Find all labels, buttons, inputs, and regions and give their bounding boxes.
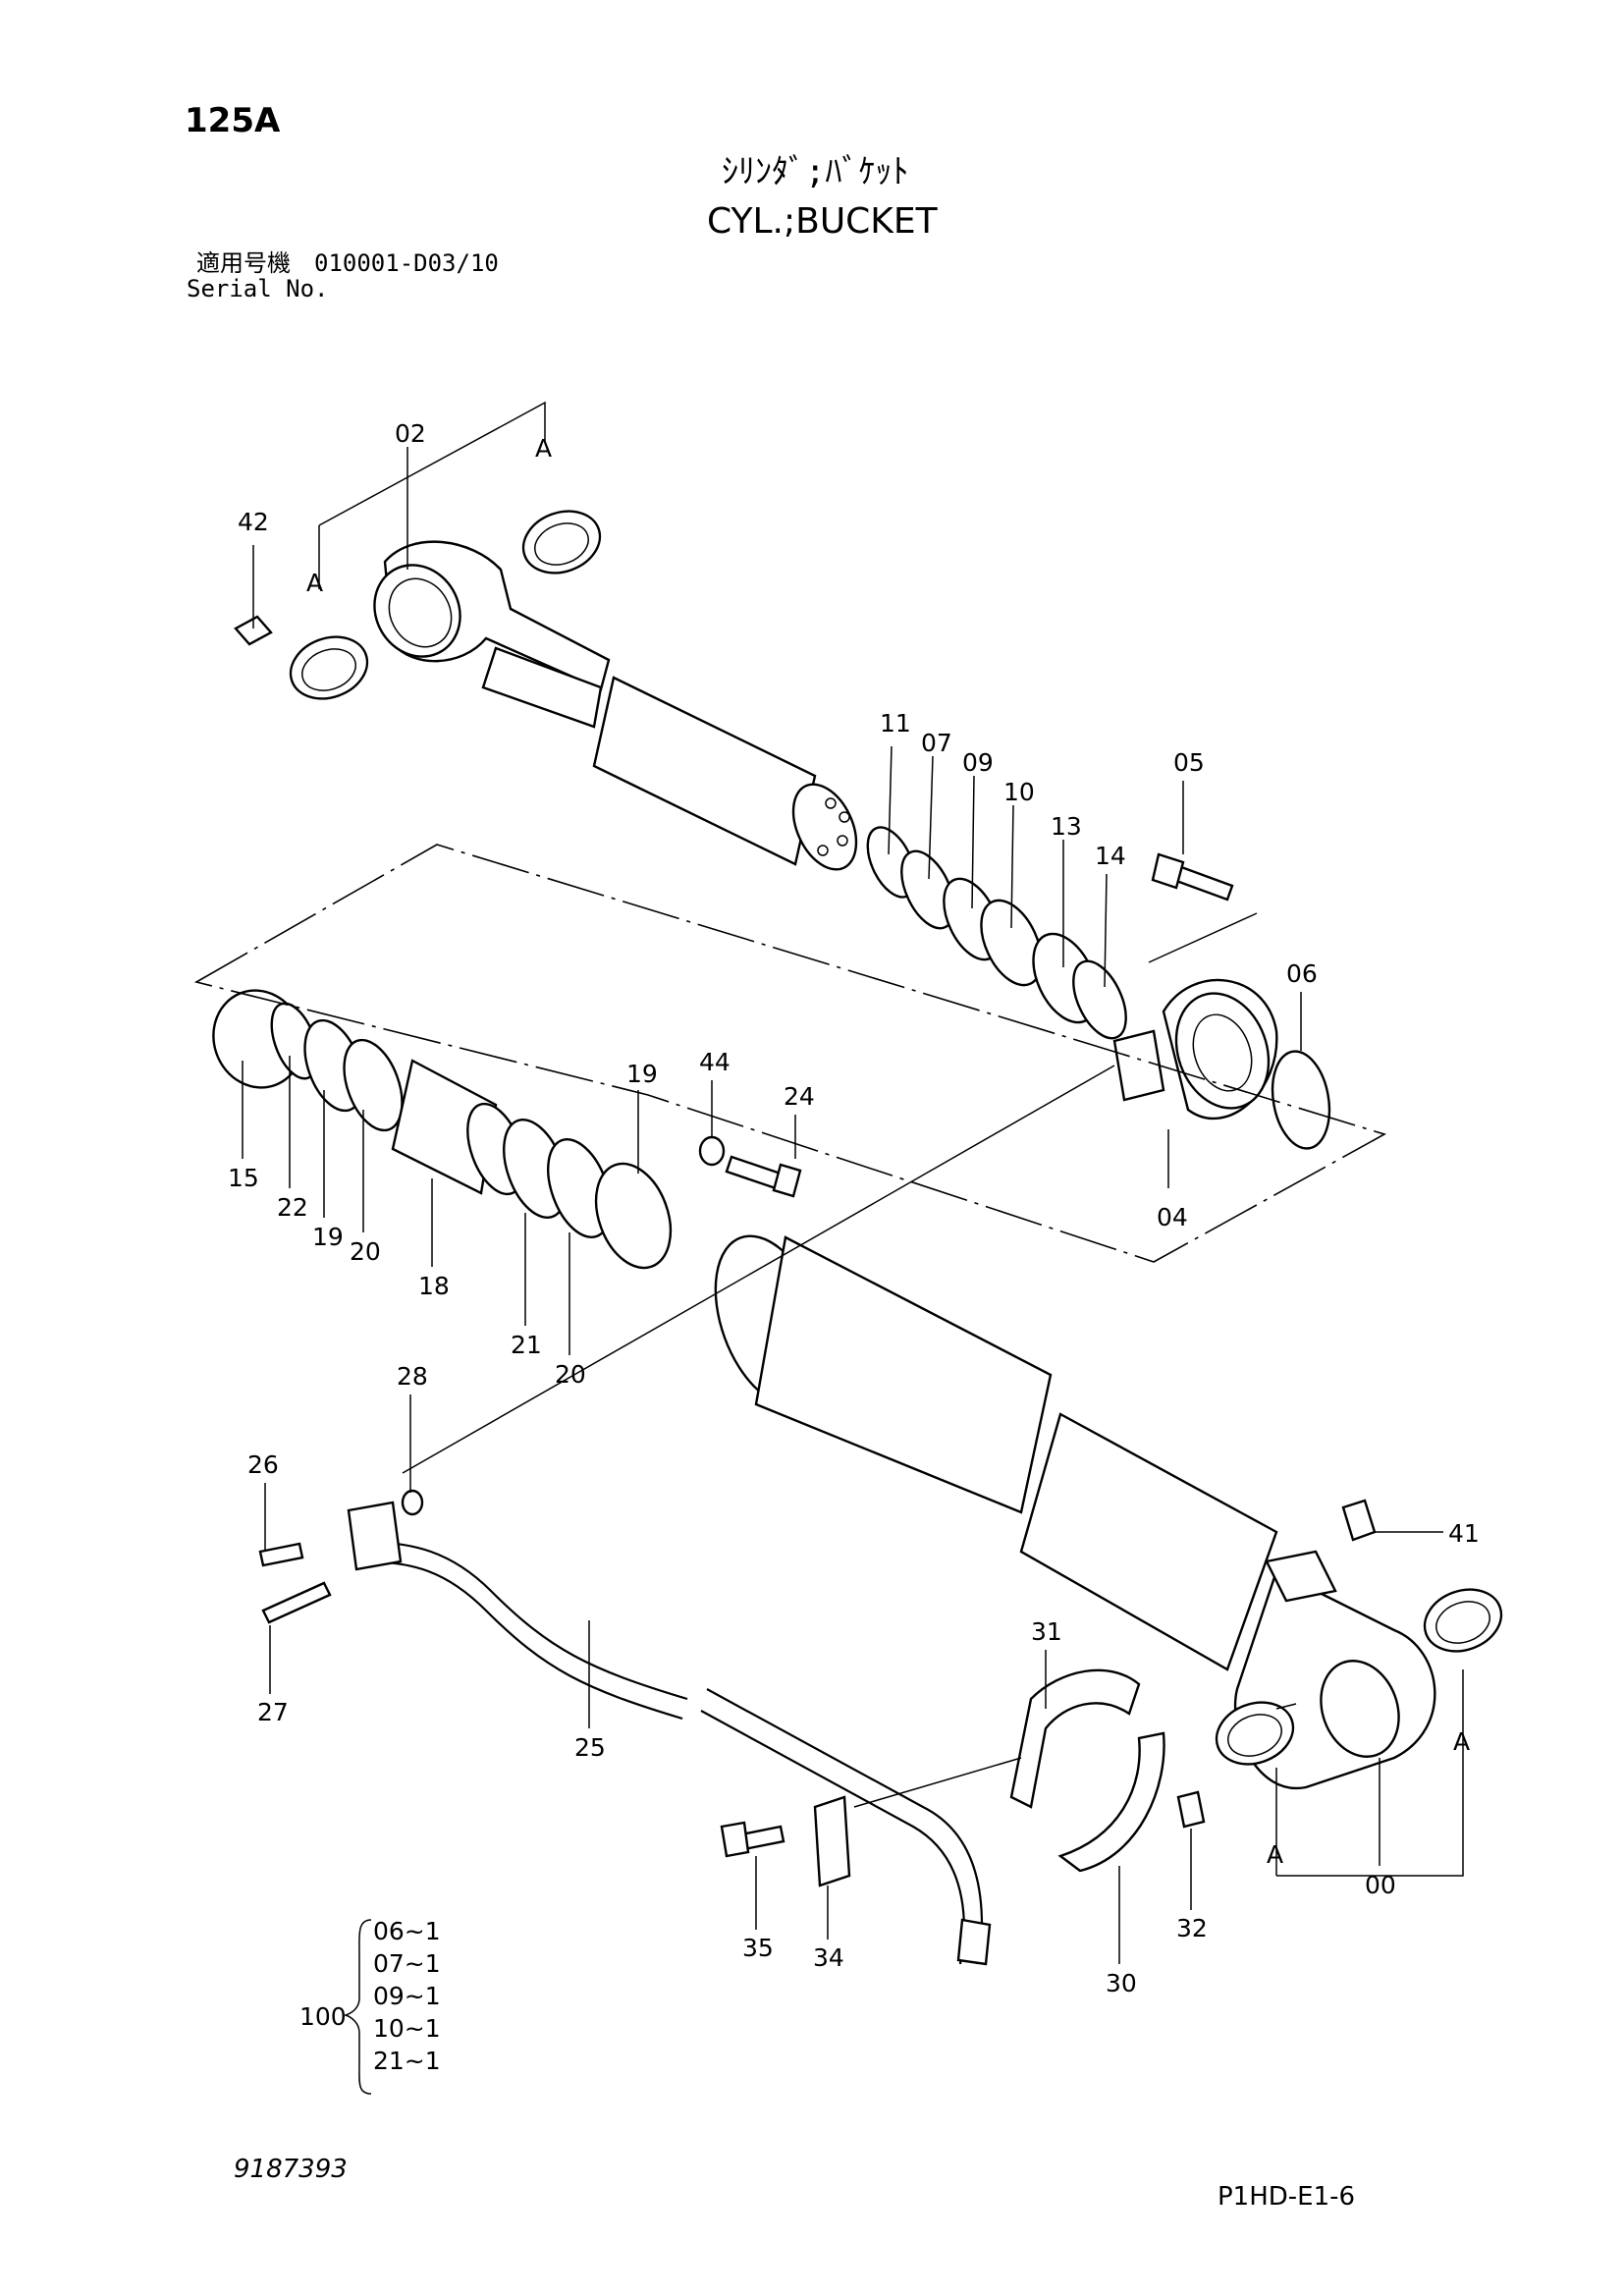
callout-13: 13: [1051, 812, 1082, 841]
callout-04: 04: [1157, 1203, 1188, 1231]
callout-14: 14: [1095, 842, 1126, 870]
bolt-32: [1176, 1790, 1206, 1829]
pin-bushings-top: [289, 510, 602, 700]
rod-head-04: [1112, 978, 1278, 1121]
kit-item-5: 21~1: [373, 2047, 441, 2075]
leader-lines: [242, 447, 1443, 1964]
kit-100: 100 06~1 07~1 09~1 10~1 21~1: [299, 1917, 441, 2095]
cylinder-tube-00: [714, 1234, 1436, 1790]
callout-30: 30: [1106, 1969, 1137, 1997]
callout-09: 09: [962, 748, 994, 777]
callout-18: 18: [418, 1272, 450, 1300]
callout-28: 28: [397, 1362, 428, 1391]
clamp-30-31: [1009, 1668, 1165, 1873]
serial-label-japanese: 適用号機 010001-D03/10: [196, 249, 499, 277]
callout-07: 07: [921, 729, 952, 757]
callout-44: 44: [699, 1048, 731, 1076]
callout-02: 02: [395, 419, 426, 448]
callout-19-left: 19: [312, 1223, 344, 1251]
bolt-27: [261, 1581, 332, 1624]
serial-label-english: Serial No.: [187, 275, 329, 302]
callout-27: 27: [257, 1698, 289, 1726]
callout-labels: 42 02 A A 11 07 09 10 13 14 05 06 04 15 …: [228, 419, 1480, 1997]
kit-item-1: 06~1: [373, 1917, 441, 1945]
flange-fitting: [347, 1501, 403, 1571]
bolt-35: [720, 1821, 785, 1858]
assembly-lines: [193, 401, 1464, 1877]
grease-fitting-42: [234, 615, 273, 646]
rod-part-02: [373, 540, 858, 871]
callout-a-bottom-left: A: [1267, 1840, 1283, 1869]
callout-31: 31: [1031, 1617, 1062, 1646]
callout-06: 06: [1286, 959, 1318, 988]
callout-a-top-right: A: [535, 434, 552, 463]
callout-26: 26: [247, 1450, 279, 1479]
callout-25: 25: [574, 1733, 606, 1762]
kit-item-3: 09~1: [373, 1982, 441, 2010]
title-japanese: ｼﾘﾝﾀﾞ;ﾊﾞｹｯﾄ: [722, 152, 909, 191]
pipe-25: [362, 1540, 992, 1966]
callout-20-right: 20: [555, 1360, 586, 1389]
callout-22: 22: [277, 1193, 308, 1222]
callout-05: 05: [1173, 748, 1205, 777]
callout-24: 24: [784, 1082, 815, 1111]
figure-code: P1HD-E1-6: [1218, 2182, 1356, 2212]
clamp-34: [813, 1795, 851, 1887]
o-ring-06: [1271, 1050, 1331, 1150]
callout-35: 35: [742, 1934, 774, 1962]
callout-10: 10: [1003, 778, 1035, 806]
callout-41: 41: [1448, 1519, 1480, 1548]
kit-number: 100: [299, 2002, 347, 2031]
bolt-26: [258, 1542, 304, 1567]
o-ring-28: [401, 1489, 424, 1516]
title-english: CYL.;BUCKET: [707, 201, 938, 242]
rod-seals-group: [866, 826, 1127, 1040]
callout-11: 11: [880, 709, 911, 738]
bolt-05: [1151, 852, 1234, 902]
callout-19-right: 19: [626, 1060, 658, 1088]
grease-fitting-41: [1341, 1499, 1377, 1542]
callout-a-top-left: A: [306, 569, 323, 597]
callout-34: 34: [813, 1943, 844, 1972]
kit-item-4: 10~1: [373, 2014, 441, 2043]
callout-00: 00: [1365, 1871, 1396, 1899]
callout-20-left: 20: [350, 1237, 381, 1266]
bolt-24: [698, 1135, 802, 1198]
callout-32: 32: [1176, 1914, 1208, 1942]
page-number: 125A: [185, 101, 281, 140]
piston-group: [212, 989, 673, 1270]
pin-bushings-bottom: [1215, 1588, 1503, 1766]
callout-a-bottom-right: A: [1453, 1727, 1470, 1756]
document-number: 9187393: [234, 2155, 348, 2184]
callout-21: 21: [511, 1331, 542, 1359]
kit-item-2: 07~1: [373, 1949, 441, 1978]
callout-15: 15: [228, 1164, 259, 1192]
callout-42: 42: [238, 508, 269, 536]
